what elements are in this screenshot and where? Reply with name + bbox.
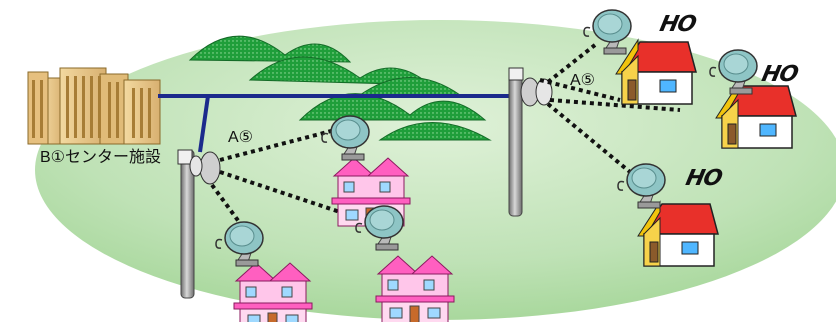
home-tag: HO xyxy=(683,166,724,191)
home-tag: HO xyxy=(759,62,800,87)
home-tag: HO xyxy=(657,12,698,37)
relay-label-right: A⑤ xyxy=(570,72,596,89)
relay-pole-left xyxy=(177,149,221,299)
center-facility-building xyxy=(27,67,161,145)
relay-pole-right xyxy=(508,67,553,217)
hills xyxy=(188,35,492,141)
relay-label-left: A⑤ xyxy=(228,129,254,146)
backbone-links xyxy=(158,94,520,153)
center-facility-label: B①センター施設 xyxy=(40,149,162,166)
